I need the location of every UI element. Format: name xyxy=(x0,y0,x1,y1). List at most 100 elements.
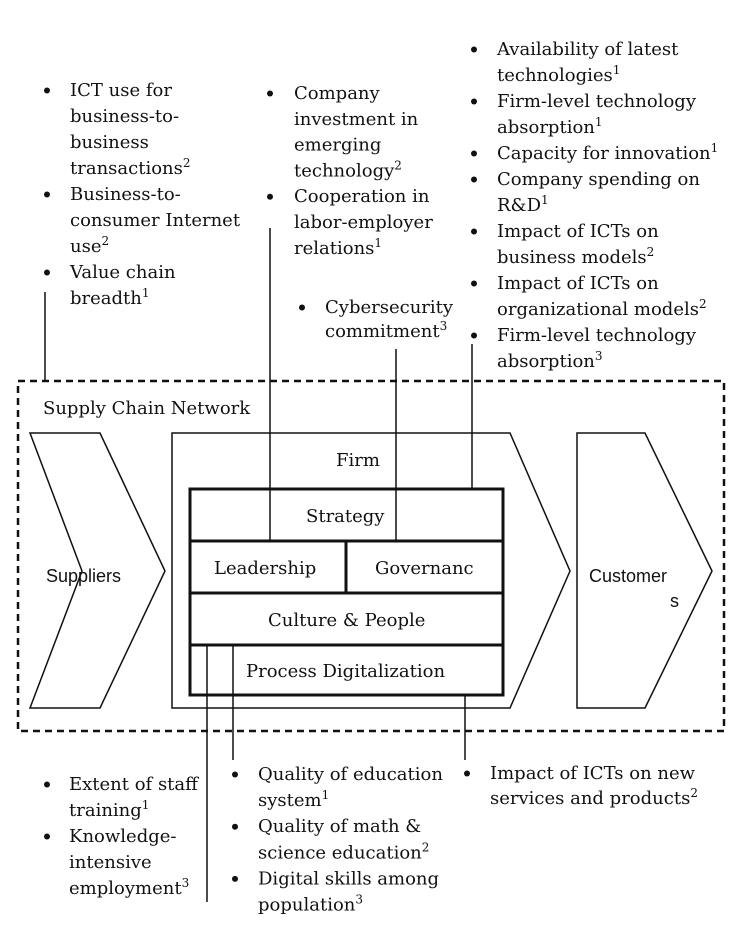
bullet-marker xyxy=(471,332,477,339)
footnote-superscript: 2 xyxy=(690,786,698,800)
bullet-marker xyxy=(471,98,477,105)
footnote-superscript: 1 xyxy=(322,788,330,802)
bullet-text-line: science education2 xyxy=(258,840,429,863)
bullet-text-line: ICT use for xyxy=(70,80,172,101)
bullet-text-line: system1 xyxy=(258,788,329,811)
customers-label-line1: Customer xyxy=(589,566,667,586)
bullet-text-line: Business-to- xyxy=(70,184,181,205)
bullet-text-line: Capacity for innovation1 xyxy=(497,141,718,164)
bullet-marker xyxy=(232,771,238,778)
leadership-block xyxy=(188,539,348,595)
culture-block xyxy=(188,591,505,647)
bullet-group-top-mid: Company investment in emergingtechnology2C… xyxy=(267,83,433,259)
bullet-marker xyxy=(44,833,50,840)
firm-capability-blocks xyxy=(188,487,505,697)
footnote-superscript: 2 xyxy=(394,158,402,172)
bullet-text-line: use2 xyxy=(70,234,109,257)
bullet-marker xyxy=(44,269,50,276)
bullet-text-line: Company spending on xyxy=(497,169,700,190)
bullet-marker xyxy=(232,823,238,830)
bullet-text-line: Availability of latest xyxy=(496,39,679,60)
bullet-text-line: Value chain xyxy=(69,262,176,283)
bullet-text-line: Knowledge- xyxy=(69,826,176,847)
footnote-superscript: 1 xyxy=(613,63,621,77)
suppliers-label: Suppliers xyxy=(46,566,121,586)
supply-chain-network-frame xyxy=(16,379,726,733)
bullet-text-line: services and products2 xyxy=(490,786,698,809)
bullet-text-line: business-to- xyxy=(70,106,179,127)
supply-chain-network-label: Supply Chain Network xyxy=(43,398,251,419)
bullet-marker xyxy=(471,280,477,287)
bullet-group-top-right: Availability of latest technologies1Firm-… xyxy=(471,39,718,372)
bullet-text-line: business xyxy=(70,132,149,153)
bullet-text-line: technologies1 xyxy=(497,63,620,86)
bullet-marker xyxy=(44,781,50,788)
leadership-label: Leadership xyxy=(214,558,316,579)
bullet-text-line: commitment3 xyxy=(325,319,447,342)
bullet-text-line: labor-employer xyxy=(294,212,433,233)
bullet-text-line: Impact of ICTs on xyxy=(497,273,659,294)
bullet-text-line: absorption1 xyxy=(497,115,603,138)
bullet-marker xyxy=(471,46,477,53)
bullet-marker xyxy=(232,875,238,882)
bullet-text-line: R&D1 xyxy=(497,193,549,216)
bullet-text-line: intensive xyxy=(69,852,152,873)
governance-block xyxy=(344,539,505,595)
bullet-marker xyxy=(267,193,273,200)
bullet-text-line: Extent of staff xyxy=(69,774,199,795)
culture-label: Culture & People xyxy=(268,610,425,631)
bullet-text-line: Impact of ICTs on new xyxy=(490,763,696,784)
bullet-text-line: Firm-level technology xyxy=(497,91,697,112)
footnote-superscript: 3 xyxy=(595,349,603,363)
footnote-superscript: 3 xyxy=(355,893,363,907)
footnote-superscript: 2 xyxy=(699,297,707,311)
connector-lines xyxy=(44,228,473,902)
bullet-text-line: population3 xyxy=(258,893,363,916)
footnote-superscript: 2 xyxy=(647,245,655,259)
footnote-superscript: 1 xyxy=(595,115,603,129)
bullet-text-line: Digital skills among xyxy=(258,868,439,889)
footnote-superscript: 1 xyxy=(142,286,150,300)
bullet-group-bottom-left: Extent of staff training1Knowledge-intens… xyxy=(44,774,199,899)
footnote-superscript: 1 xyxy=(541,193,549,207)
customers-label-line2: s xyxy=(670,591,679,611)
footnote-superscript: 2 xyxy=(101,234,109,248)
bullet-text-line: consumer Internet xyxy=(70,210,241,231)
bullet-text-line: investment in xyxy=(294,109,419,130)
bullet-marker xyxy=(471,176,477,183)
bullet-marker xyxy=(471,228,477,235)
footnote-superscript: 1 xyxy=(711,141,719,155)
firm-label: Firm xyxy=(336,450,380,471)
bullet-text-line: technology2 xyxy=(294,158,402,181)
footnote-superscript: 1 xyxy=(142,798,150,812)
footnote-superscript: 2 xyxy=(183,156,191,170)
process-label: Process Digitalization xyxy=(246,661,445,682)
bullet-text-line: transactions2 xyxy=(70,156,191,179)
bullet-marker xyxy=(299,304,305,311)
bullet-marker xyxy=(44,191,50,198)
footnote-superscript: 2 xyxy=(422,840,430,854)
bullet-text-line: employment3 xyxy=(69,876,189,899)
bullet-text-line: Quality of math & xyxy=(258,816,421,837)
bullet-text-line: Cybersecurity xyxy=(325,297,454,318)
process-block xyxy=(188,643,505,697)
strategy-label: Strategy xyxy=(306,506,385,527)
bullet-text-line: Cooperation in xyxy=(294,186,430,207)
bullet-text-line: training1 xyxy=(69,798,149,821)
bullet-text-line: business models2 xyxy=(497,245,654,268)
bullet-text-line: Impact of ICTs on xyxy=(497,221,659,242)
bullet-text-line: relations1 xyxy=(294,236,382,259)
bullet-marker xyxy=(471,150,477,157)
bullet-text-line: Quality of education xyxy=(258,764,443,785)
bullet-text-line: emerging xyxy=(294,135,381,156)
footnote-superscript: 1 xyxy=(374,236,382,250)
suppliers-chevron xyxy=(28,432,166,709)
bullet-marker xyxy=(267,90,273,97)
bullet-text-line: absorption3 xyxy=(497,349,603,372)
footnote-superscript: 3 xyxy=(182,876,190,890)
bullet-text-line: Company xyxy=(294,83,381,104)
